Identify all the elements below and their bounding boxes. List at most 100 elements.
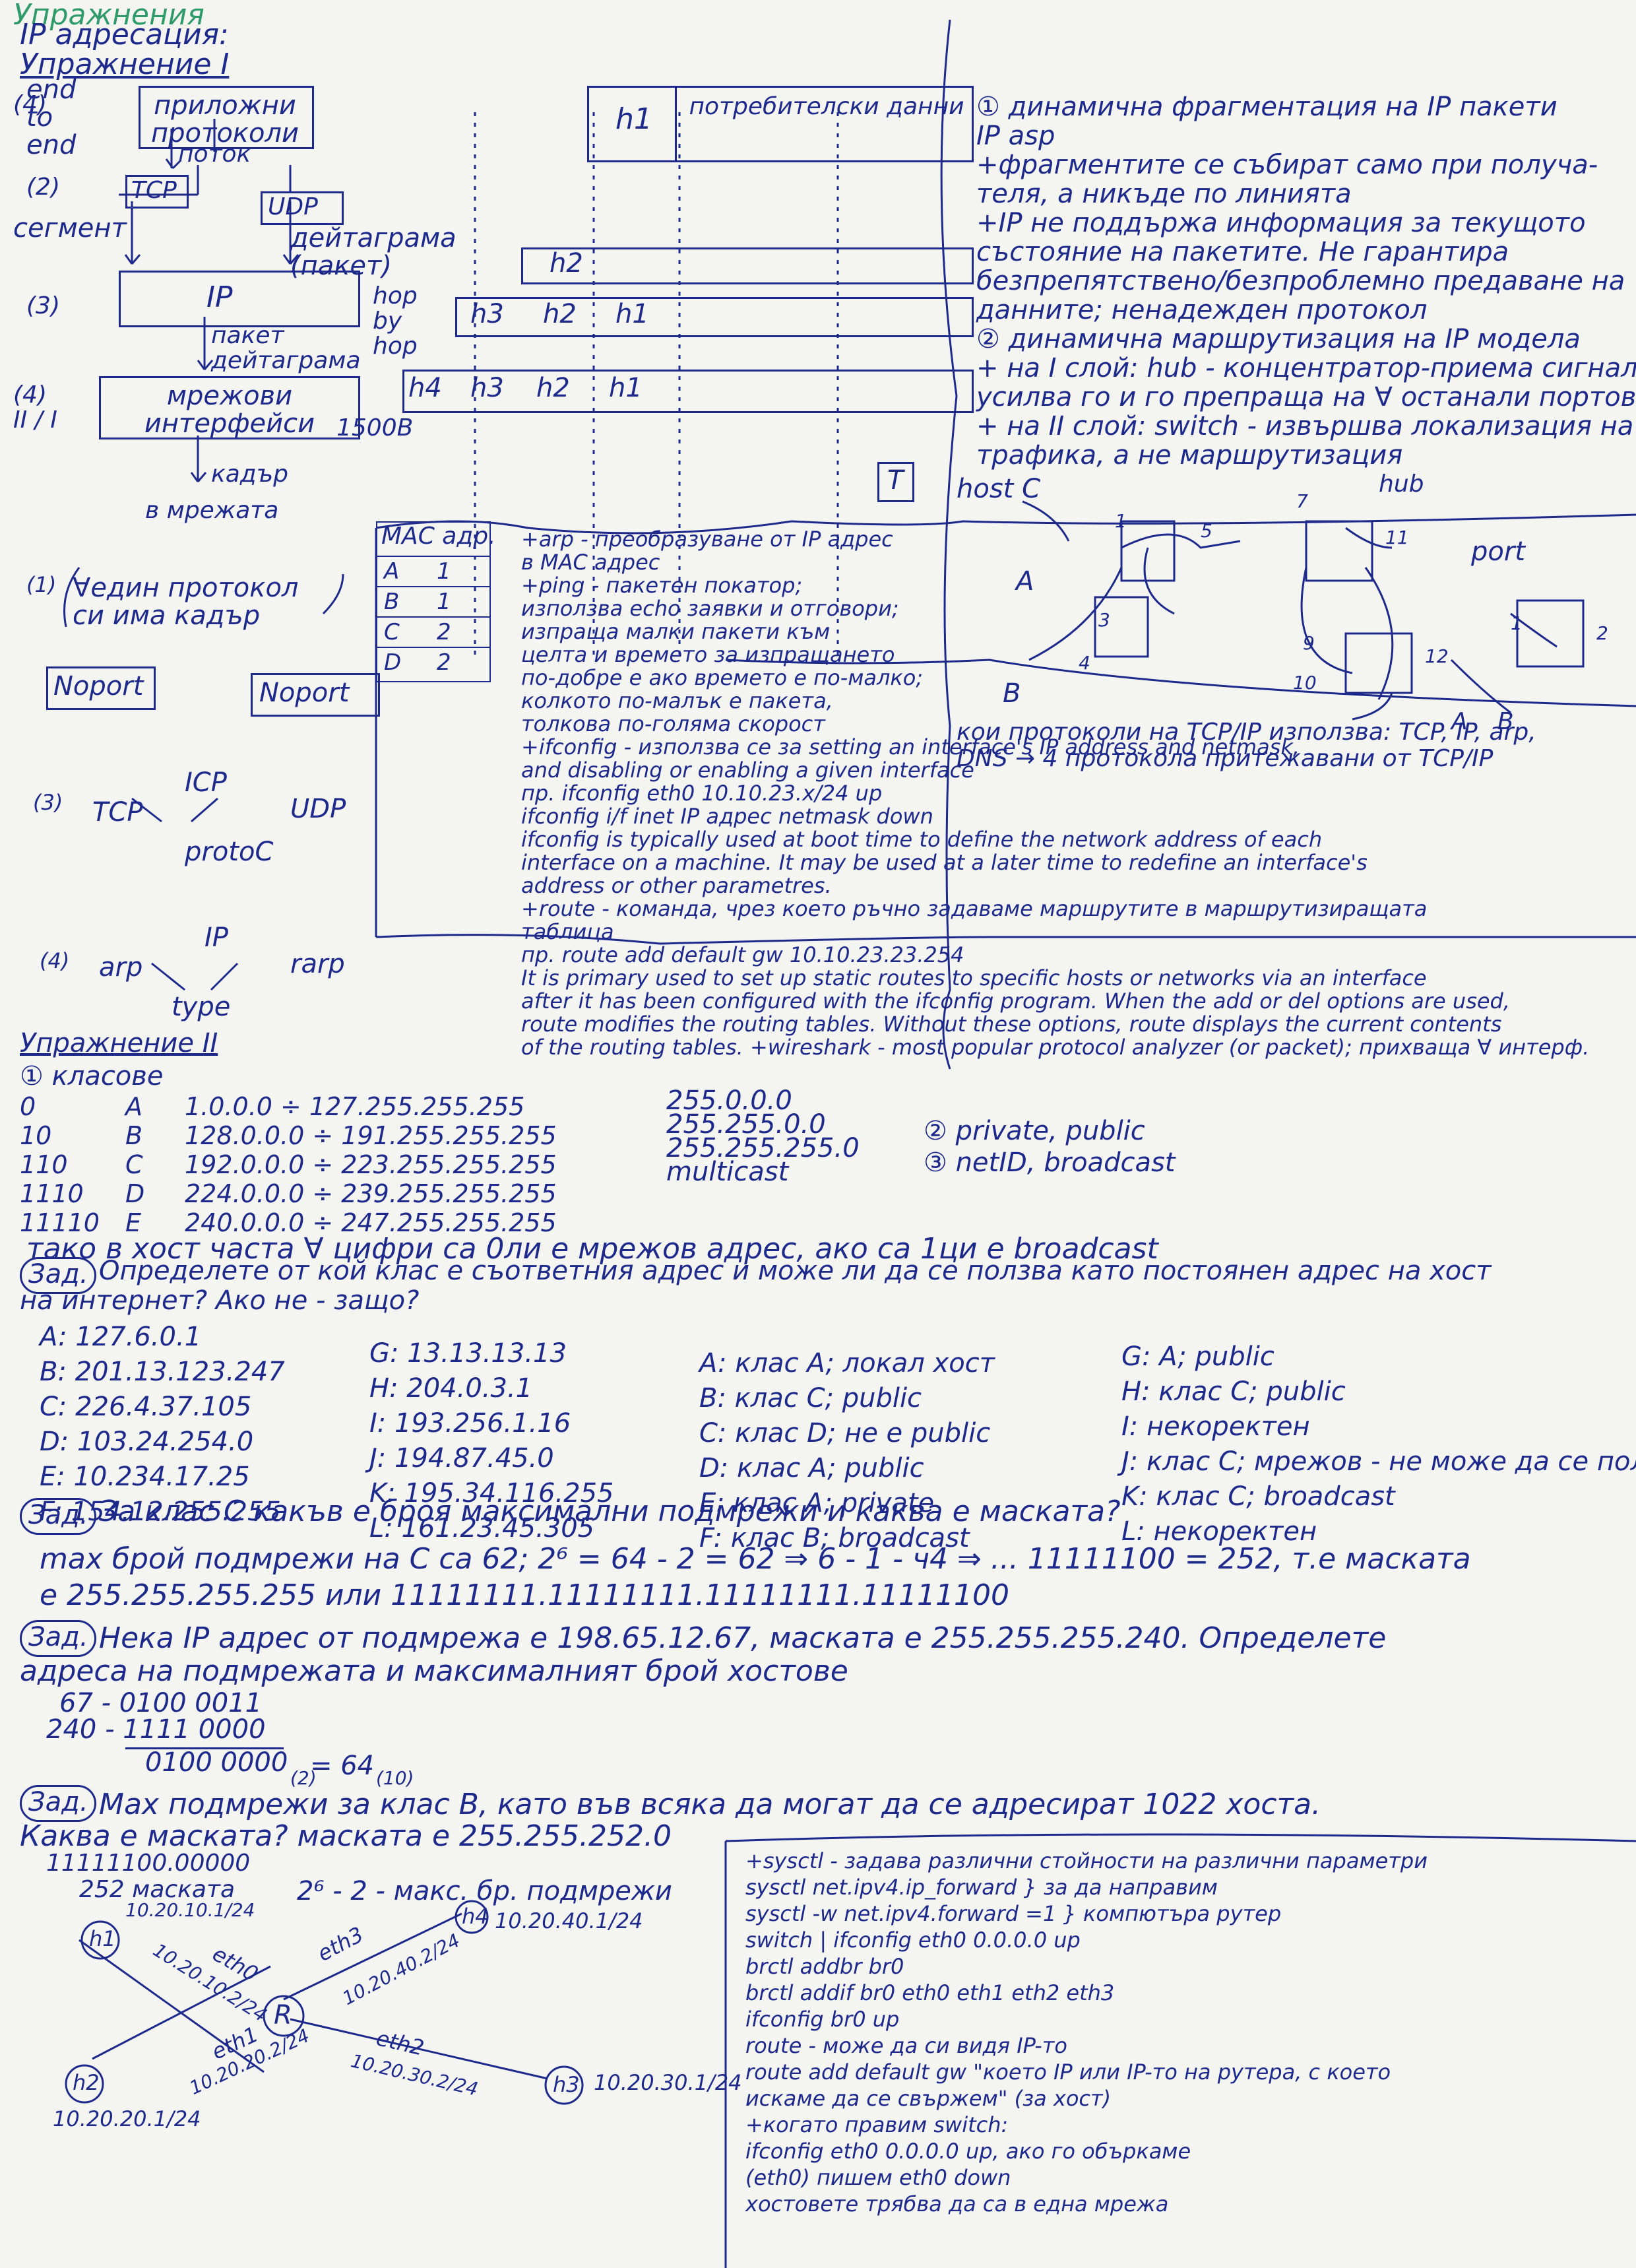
answer-item: F: клас B; broadcast [699, 1523, 970, 1553]
encap-row2-h2: h2 [550, 248, 583, 278]
task3-calc2: 240 - 1111 0000 [46, 1714, 266, 1745]
encap-h1: h1 [615, 102, 652, 136]
command-line: sysctl -w net.ipv4.forward =1 } компютър… [745, 1901, 1282, 1926]
port-label: port [1471, 536, 1525, 567]
mac-port: 2 [437, 619, 451, 645]
task3-calc4: = 64 [310, 1751, 375, 1781]
port-11: 11 [1385, 527, 1409, 548]
encap-row4-h2: h2 [536, 373, 570, 403]
answer-item: B: клас C; public [699, 1383, 922, 1413]
tcp-label: TCP [131, 177, 177, 204]
note-line: състояние на пакетите. Не гарантира [976, 237, 1509, 267]
class-letter: A [125, 1092, 142, 1121]
netmask-value: 255.255.255.0 [666, 1133, 860, 1163]
section-title: IP адресация: [20, 18, 229, 51]
port-10: 10 [1293, 672, 1317, 694]
udp-box: UDP [261, 191, 344, 225]
trailer-label: T [887, 465, 904, 496]
task3-calc3-base: (2) [290, 1767, 317, 1789]
task4-calc2: 252 маската [79, 1876, 236, 1903]
page-header-title: Упражнения [13, 0, 204, 32]
class-range: 128.0.0.0 ÷ 191.255.255.255 [185, 1121, 557, 1150]
command-line: brctl addif br0 eth0 eth1 eth2 eth3 [745, 1980, 1115, 2005]
task2-label-badge: Зад. [20, 1498, 96, 1535]
port-7: 7 [1296, 490, 1308, 512]
command-line: route - може да си видя IP-то [745, 2033, 1067, 2058]
note-line: безпрепятствено/безпроблемно предаване н… [976, 266, 1625, 296]
router-h1-label: h1 [89, 1926, 116, 1951]
answer-item: I: некоректен [1121, 1411, 1310, 1442]
note-line: +ifconfig - използва се за setting an in… [521, 734, 1300, 760]
address-item: C: 226.4.37.105 [40, 1392, 252, 1422]
note-line: целта и времето за изпращането [521, 642, 895, 667]
frame-label: кадър [211, 461, 288, 488]
protos-n4: (4) [40, 948, 70, 973]
note-line: таблица [521, 919, 614, 944]
task3-calc4-base: (10) [376, 1767, 414, 1789]
task4-text2: Каква е маската? маската е 255.255.252.0 [20, 1819, 672, 1853]
note-line: толкова по-голяма скорост [521, 711, 825, 736]
class-letter: B [125, 1121, 143, 1150]
command-line: ifconfig eth0 0.0.0.0 up, ако го объркам… [745, 2139, 1191, 2164]
netmask-value: 255.255.0.0 [666, 1109, 826, 1140]
command-line: route add default gw "което IP или IP-то… [745, 2059, 1391, 2085]
net-interfaces-label: мрежови интерфейси [144, 381, 315, 439]
encap-userdata: потребителски данни [689, 93, 964, 120]
noport-right-label: Noport [259, 678, 350, 708]
exercise1-title: Упражнение I [20, 48, 230, 81]
mtu-label: 1500B [336, 414, 414, 441]
node-a2-label: A [1451, 708, 1468, 735]
trailer-box: T [877, 462, 914, 502]
address-item: K: 195.34.116.255 [369, 1478, 614, 1508]
datagram-label: дейтаграма (пакет) [290, 223, 456, 281]
answer-item: J: клас C; мрежов - не може да се ползва [1121, 1446, 1636, 1477]
ip-label: IP [206, 280, 233, 314]
note-line: and disabling or enabling a given interf… [521, 758, 974, 783]
port-4: 4 [1079, 652, 1090, 674]
class-range: 192.0.0.0 ÷ 223.255.255.255 [185, 1150, 557, 1179]
command-line: хостовете трябва да са в една мрежа [745, 2191, 1169, 2217]
mac-port: 2 [437, 649, 451, 676]
layer4-number: (4) [13, 91, 47, 118]
mac-port: 1 [437, 589, 451, 615]
protos-n1: (1) [26, 572, 57, 597]
task3-label-badge: Зад. [20, 1620, 96, 1657]
note-line: ifconfig is typically used at boot time … [521, 827, 1323, 852]
note-line: + на II слой: switch - извършва локализа… [976, 411, 1634, 441]
mac-host: B [384, 589, 400, 615]
port-5: 5 [1201, 520, 1212, 542]
packet-datagram-label: пакет дейтаграма [211, 322, 361, 374]
address-item: E: 10.234.17.25 [40, 1462, 250, 1492]
type-label: type [172, 992, 231, 1022]
port-9: 9 [1303, 632, 1315, 654]
noport-box-right: Noport [251, 673, 380, 717]
class-range: 1.0.0.0 ÷ 127.255.255.255 [185, 1092, 525, 1121]
task4-label: Зад. [28, 1787, 88, 1817]
answer-item: H: клас C; public [1121, 1377, 1346, 1407]
task2-line2: е 255.255.255.255 или 11111111.11111111.… [40, 1578, 1010, 1612]
task3-text2: адреса на подмрежата и максималният брой… [20, 1654, 848, 1688]
address-item: D: 103.24.254.0 [40, 1427, 254, 1457]
command-line: ifconfig br0 up [745, 2007, 900, 2032]
task2-line1: max брой подмрежи на C са 62; 2⁶ = 64 - … [40, 1542, 1471, 1576]
mac-port: 1 [437, 558, 451, 585]
task1-label-badge: Зад. [20, 1257, 96, 1294]
address-item: G: 13.13.13.13 [369, 1338, 567, 1369]
router-h2-label: h2 [73, 2070, 100, 2095]
note-line: трафика, а не маршрутизация [976, 440, 1403, 470]
address-item: H: 204.0.3.1 [369, 1373, 533, 1404]
command-line: +когато правим switch: [745, 2112, 1009, 2137]
hop-by-hop-label: hop by hop [373, 282, 418, 360]
router-r-label: R [274, 2000, 292, 2030]
answer-item: L: некоректен [1121, 1516, 1317, 1547]
port-1b: 1 [1511, 612, 1523, 634]
note-line: It is primary used to set up static rout… [521, 965, 1427, 990]
note-line: данните; ненадежден протокол [976, 295, 1428, 325]
